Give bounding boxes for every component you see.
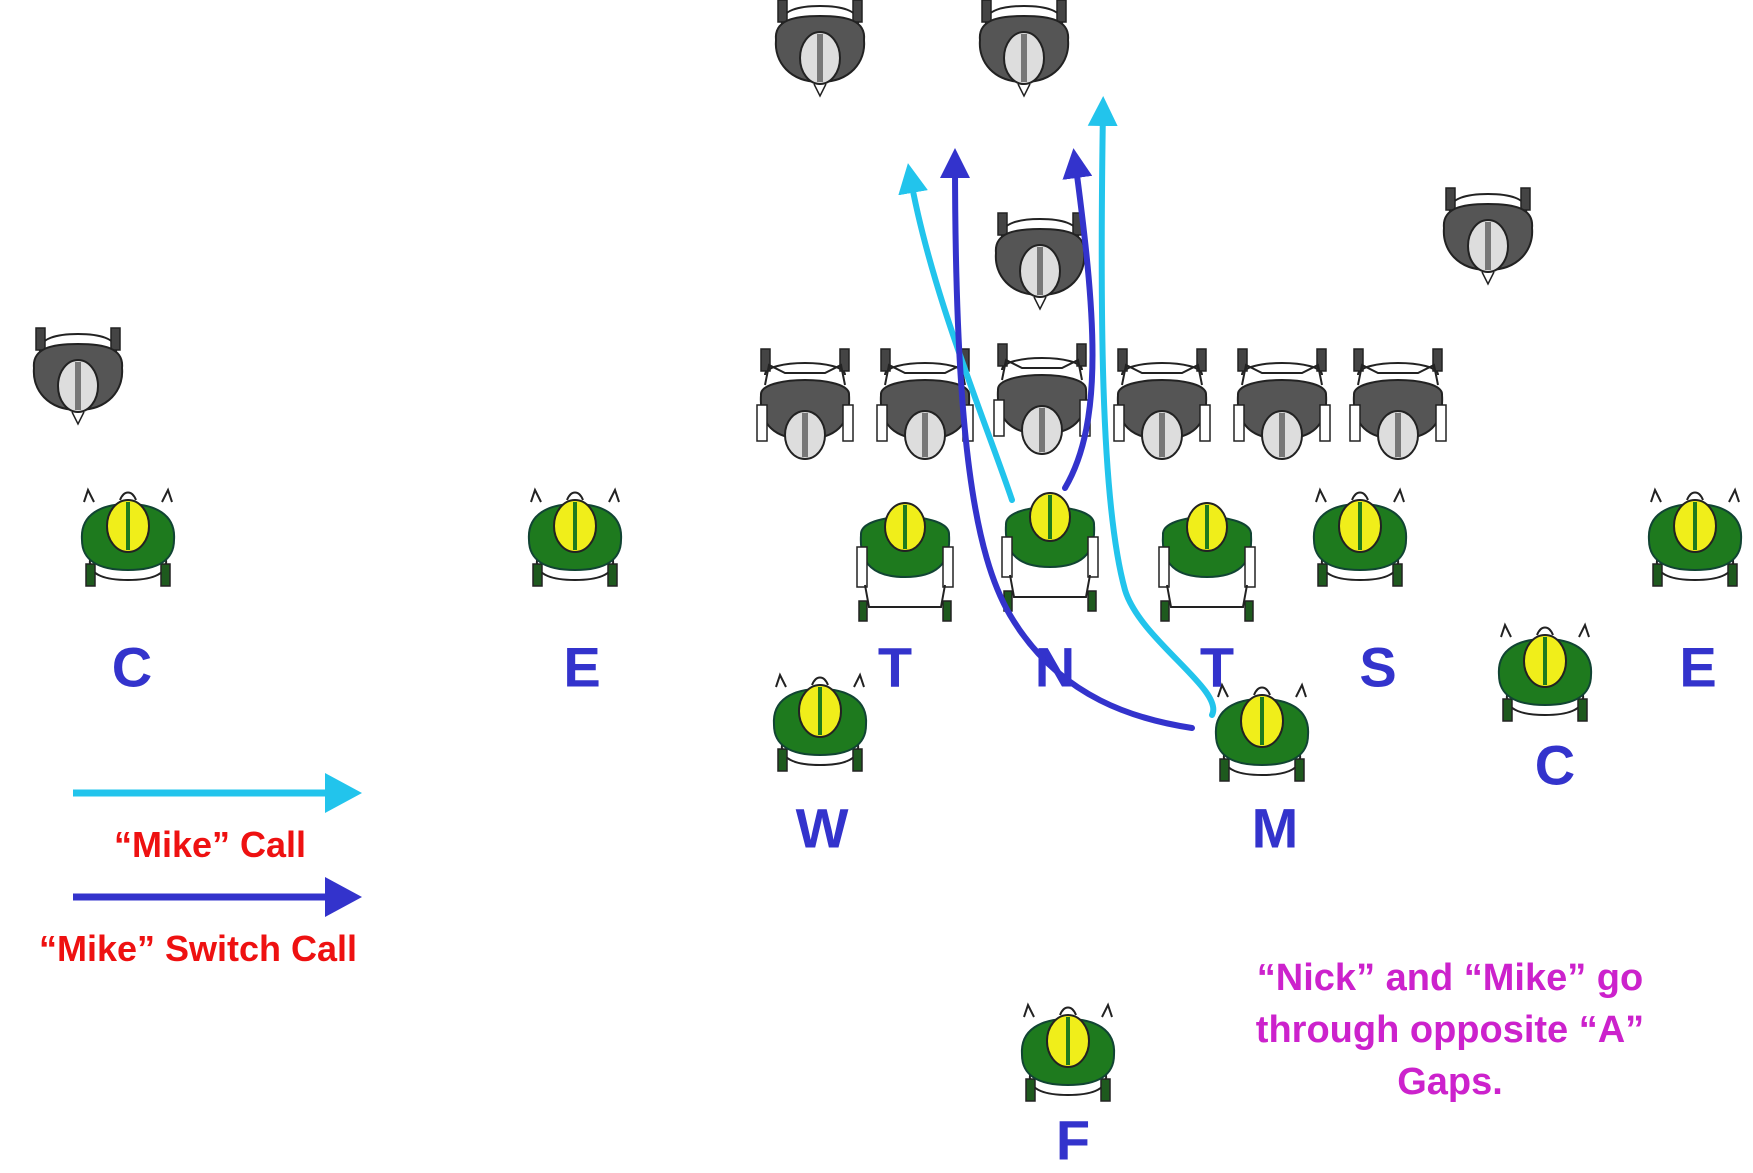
offense-lineman-1 [756,348,854,460]
defender-tackle-left [856,502,954,622]
defender-sam [1312,489,1408,587]
label-nose: N [1034,635,1076,699]
legend-switch-call-arrow [73,877,362,917]
label-will: W [795,796,849,860]
label-tackle-left: T [877,635,913,699]
legend-mike-call-label: “Mike” Call [113,824,307,865]
offense-player-deep-right [978,0,1070,97]
label-sam: S [1359,635,1397,699]
label-end-left: E [563,635,601,699]
coaching-note: “Nick” and “Mike” go through opposite “A… [1180,952,1720,1108]
offense-player-back [994,212,1086,310]
label-corner-left: C [111,635,153,699]
label-tackle-right: T [1199,635,1235,699]
offense-player-wide-right [1442,187,1534,285]
coaching-note-line-2: through opposite “A” [1255,1009,1645,1051]
defender-end-left [527,489,623,587]
label-free-safety: F [1055,1108,1091,1172]
mike-call-route-mike [1087,96,1217,718]
offense-player-wide-left [32,327,124,425]
defender-nose [1001,492,1099,612]
coaching-note-line-3: Gaps. [1397,1061,1503,1103]
defender-tackle-right [1158,502,1256,622]
offense-lineman-center [993,343,1091,455]
legend-mike-call-arrow [73,773,362,813]
coaching-note-line-1: “Nick” and “Mike” go [1256,957,1644,999]
defender-corner-right [1497,624,1593,722]
switch-call-route-nose [1062,148,1096,491]
defender-free-safety [1020,1004,1116,1102]
defender-will [772,674,868,772]
label-end-right: E [1679,635,1717,699]
offense-lineman-5 [1233,348,1331,460]
label-mike: M [1251,796,1299,860]
defender-corner-left [80,489,176,587]
offense-lineman-6 [1349,348,1447,460]
defender-end-right [1647,489,1743,587]
offense-lineman-4 [1113,348,1211,460]
label-corner-right: C [1534,733,1576,797]
legend-switch-call-label: “Mike” Switch Call [38,928,358,969]
switch-call-route-mike [940,148,1195,731]
offense-player-deep-left [774,0,866,97]
